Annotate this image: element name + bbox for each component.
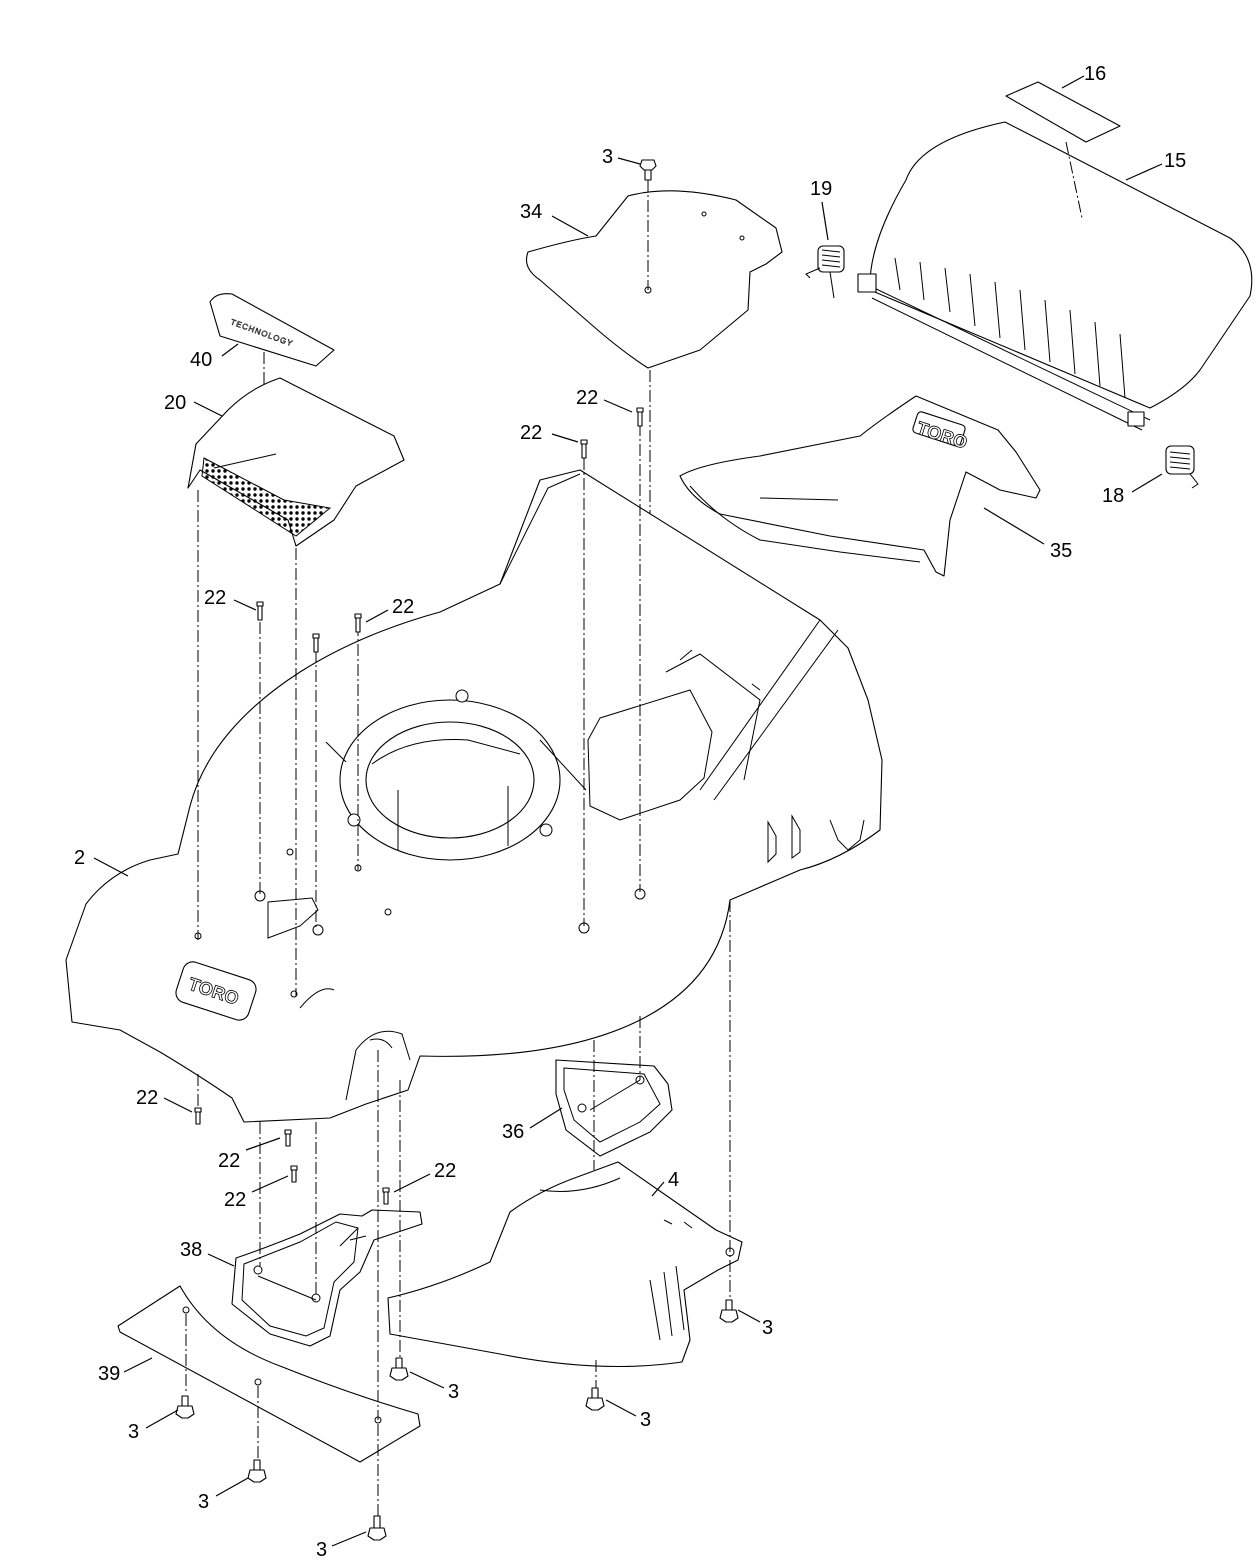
callout-34: 34 bbox=[520, 201, 542, 223]
callout-22-b: 22 bbox=[520, 422, 542, 444]
assembly-lines bbox=[185, 424, 731, 1516]
leader-lines bbox=[93, 75, 1163, 1547]
vent-cover-part-20 bbox=[187, 377, 405, 547]
callout-20: 20 bbox=[164, 392, 186, 414]
callout-22-g: 22 bbox=[224, 1189, 246, 1211]
callout-22-h: 22 bbox=[434, 1160, 456, 1182]
chute-part-35: TORO bbox=[679, 395, 1041, 577]
callout-22-e: 22 bbox=[136, 1087, 158, 1109]
callouts: 16 15 19 3 34 40 20 22 22 18 35 22 22 2 … bbox=[74, 63, 1186, 1561]
callout-3-a: 3 bbox=[762, 1317, 773, 1339]
callout-38: 38 bbox=[180, 1239, 202, 1261]
callout-3-f: 3 bbox=[316, 1539, 327, 1561]
callout-3-d: 3 bbox=[640, 1409, 651, 1431]
callout-19: 19 bbox=[810, 178, 832, 200]
callout-3-e: 3 bbox=[198, 1491, 209, 1513]
rear-flap-part-15 bbox=[857, 121, 1253, 431]
chute-part-4 bbox=[387, 1161, 743, 1368]
deck-part-2: TORO bbox=[65, 469, 883, 1123]
spring-part-19 bbox=[805, 245, 845, 299]
baffle-part-38 bbox=[231, 1209, 423, 1347]
callout-3-top: 3 bbox=[602, 146, 613, 168]
callout-40: 40 bbox=[190, 349, 212, 371]
callout-18: 18 bbox=[1102, 485, 1124, 507]
callout-16: 16 bbox=[1084, 63, 1106, 85]
callout-2: 2 bbox=[74, 847, 85, 869]
fasteners bbox=[175, 159, 739, 1541]
callout-22-c: 22 bbox=[204, 587, 226, 609]
callout-3-c: 3 bbox=[128, 1421, 139, 1443]
callout-4: 4 bbox=[668, 1169, 679, 1191]
callout-22-d: 22 bbox=[392, 596, 414, 618]
callout-3-b: 3 bbox=[448, 1381, 459, 1403]
callout-39: 39 bbox=[98, 1363, 120, 1385]
spring-part-18 bbox=[1165, 445, 1199, 489]
decal-part-16 bbox=[1005, 81, 1121, 143]
callout-22-a: 22 bbox=[576, 387, 598, 409]
callout-15: 15 bbox=[1164, 150, 1186, 172]
callout-36: 36 bbox=[502, 1121, 524, 1143]
baffle-part-36 bbox=[555, 1059, 673, 1157]
callout-22-f: 22 bbox=[218, 1150, 240, 1172]
callout-35: 35 bbox=[1050, 540, 1072, 562]
